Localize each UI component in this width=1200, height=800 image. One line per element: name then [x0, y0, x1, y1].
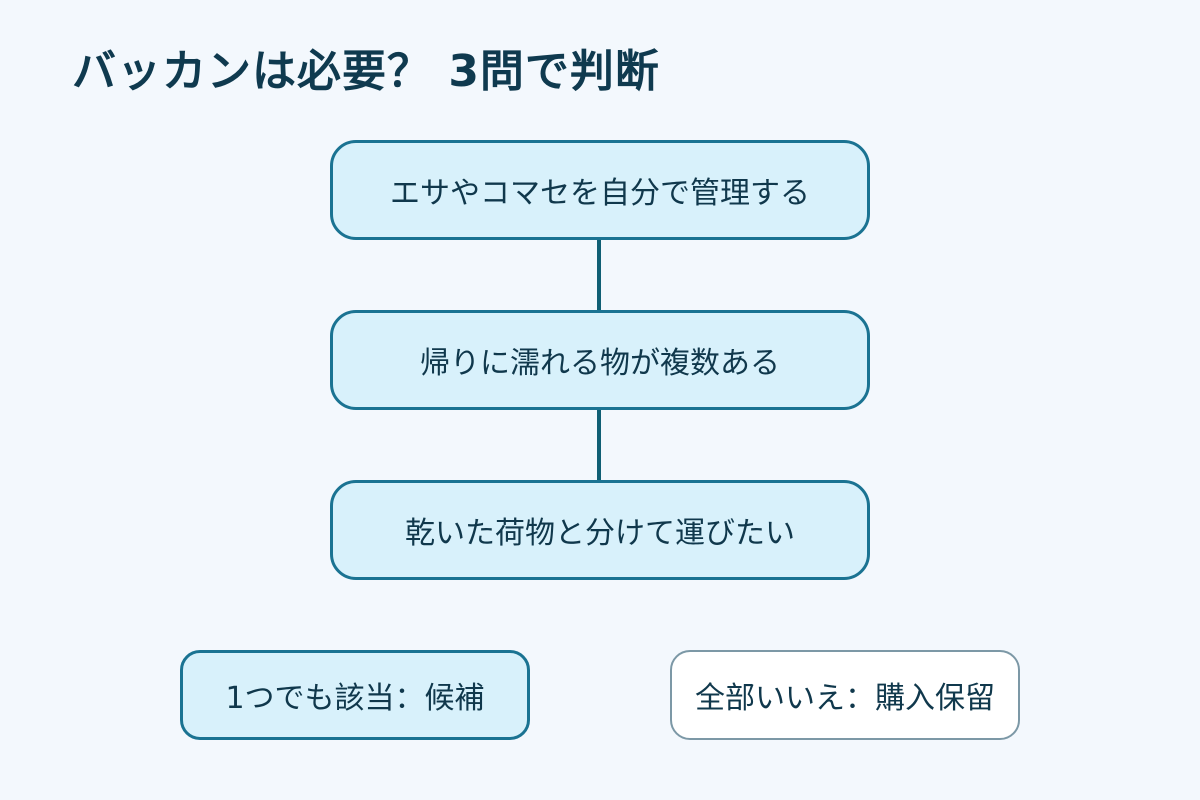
question-label-3: 乾いた荷物と分けて運びたい	[405, 516, 795, 551]
question-label-2: 帰りに濡れる物が複数ある	[420, 346, 780, 381]
result-hold-node: 全部いいえ：購入保留	[670, 650, 1020, 740]
question-label-1: エサやコマセを自分で管理する	[390, 176, 810, 211]
question-node-3: 乾いた荷物と分けて運びたい	[330, 480, 870, 580]
connector-line-2	[597, 408, 601, 480]
result-candidate-node: 1つでも該当：候補	[180, 650, 530, 740]
result-candidate-label: 1つでも該当：候補	[225, 681, 485, 716]
question-node-1: エサやコマセを自分で管理する	[330, 140, 870, 240]
connector-line-1	[597, 238, 601, 310]
question-node-2: 帰りに濡れる物が複数ある	[330, 310, 870, 410]
result-hold-label: 全部いいえ：購入保留	[695, 681, 995, 716]
diagram-title: バッカンは必要？ 3問で判断	[72, 46, 660, 97]
